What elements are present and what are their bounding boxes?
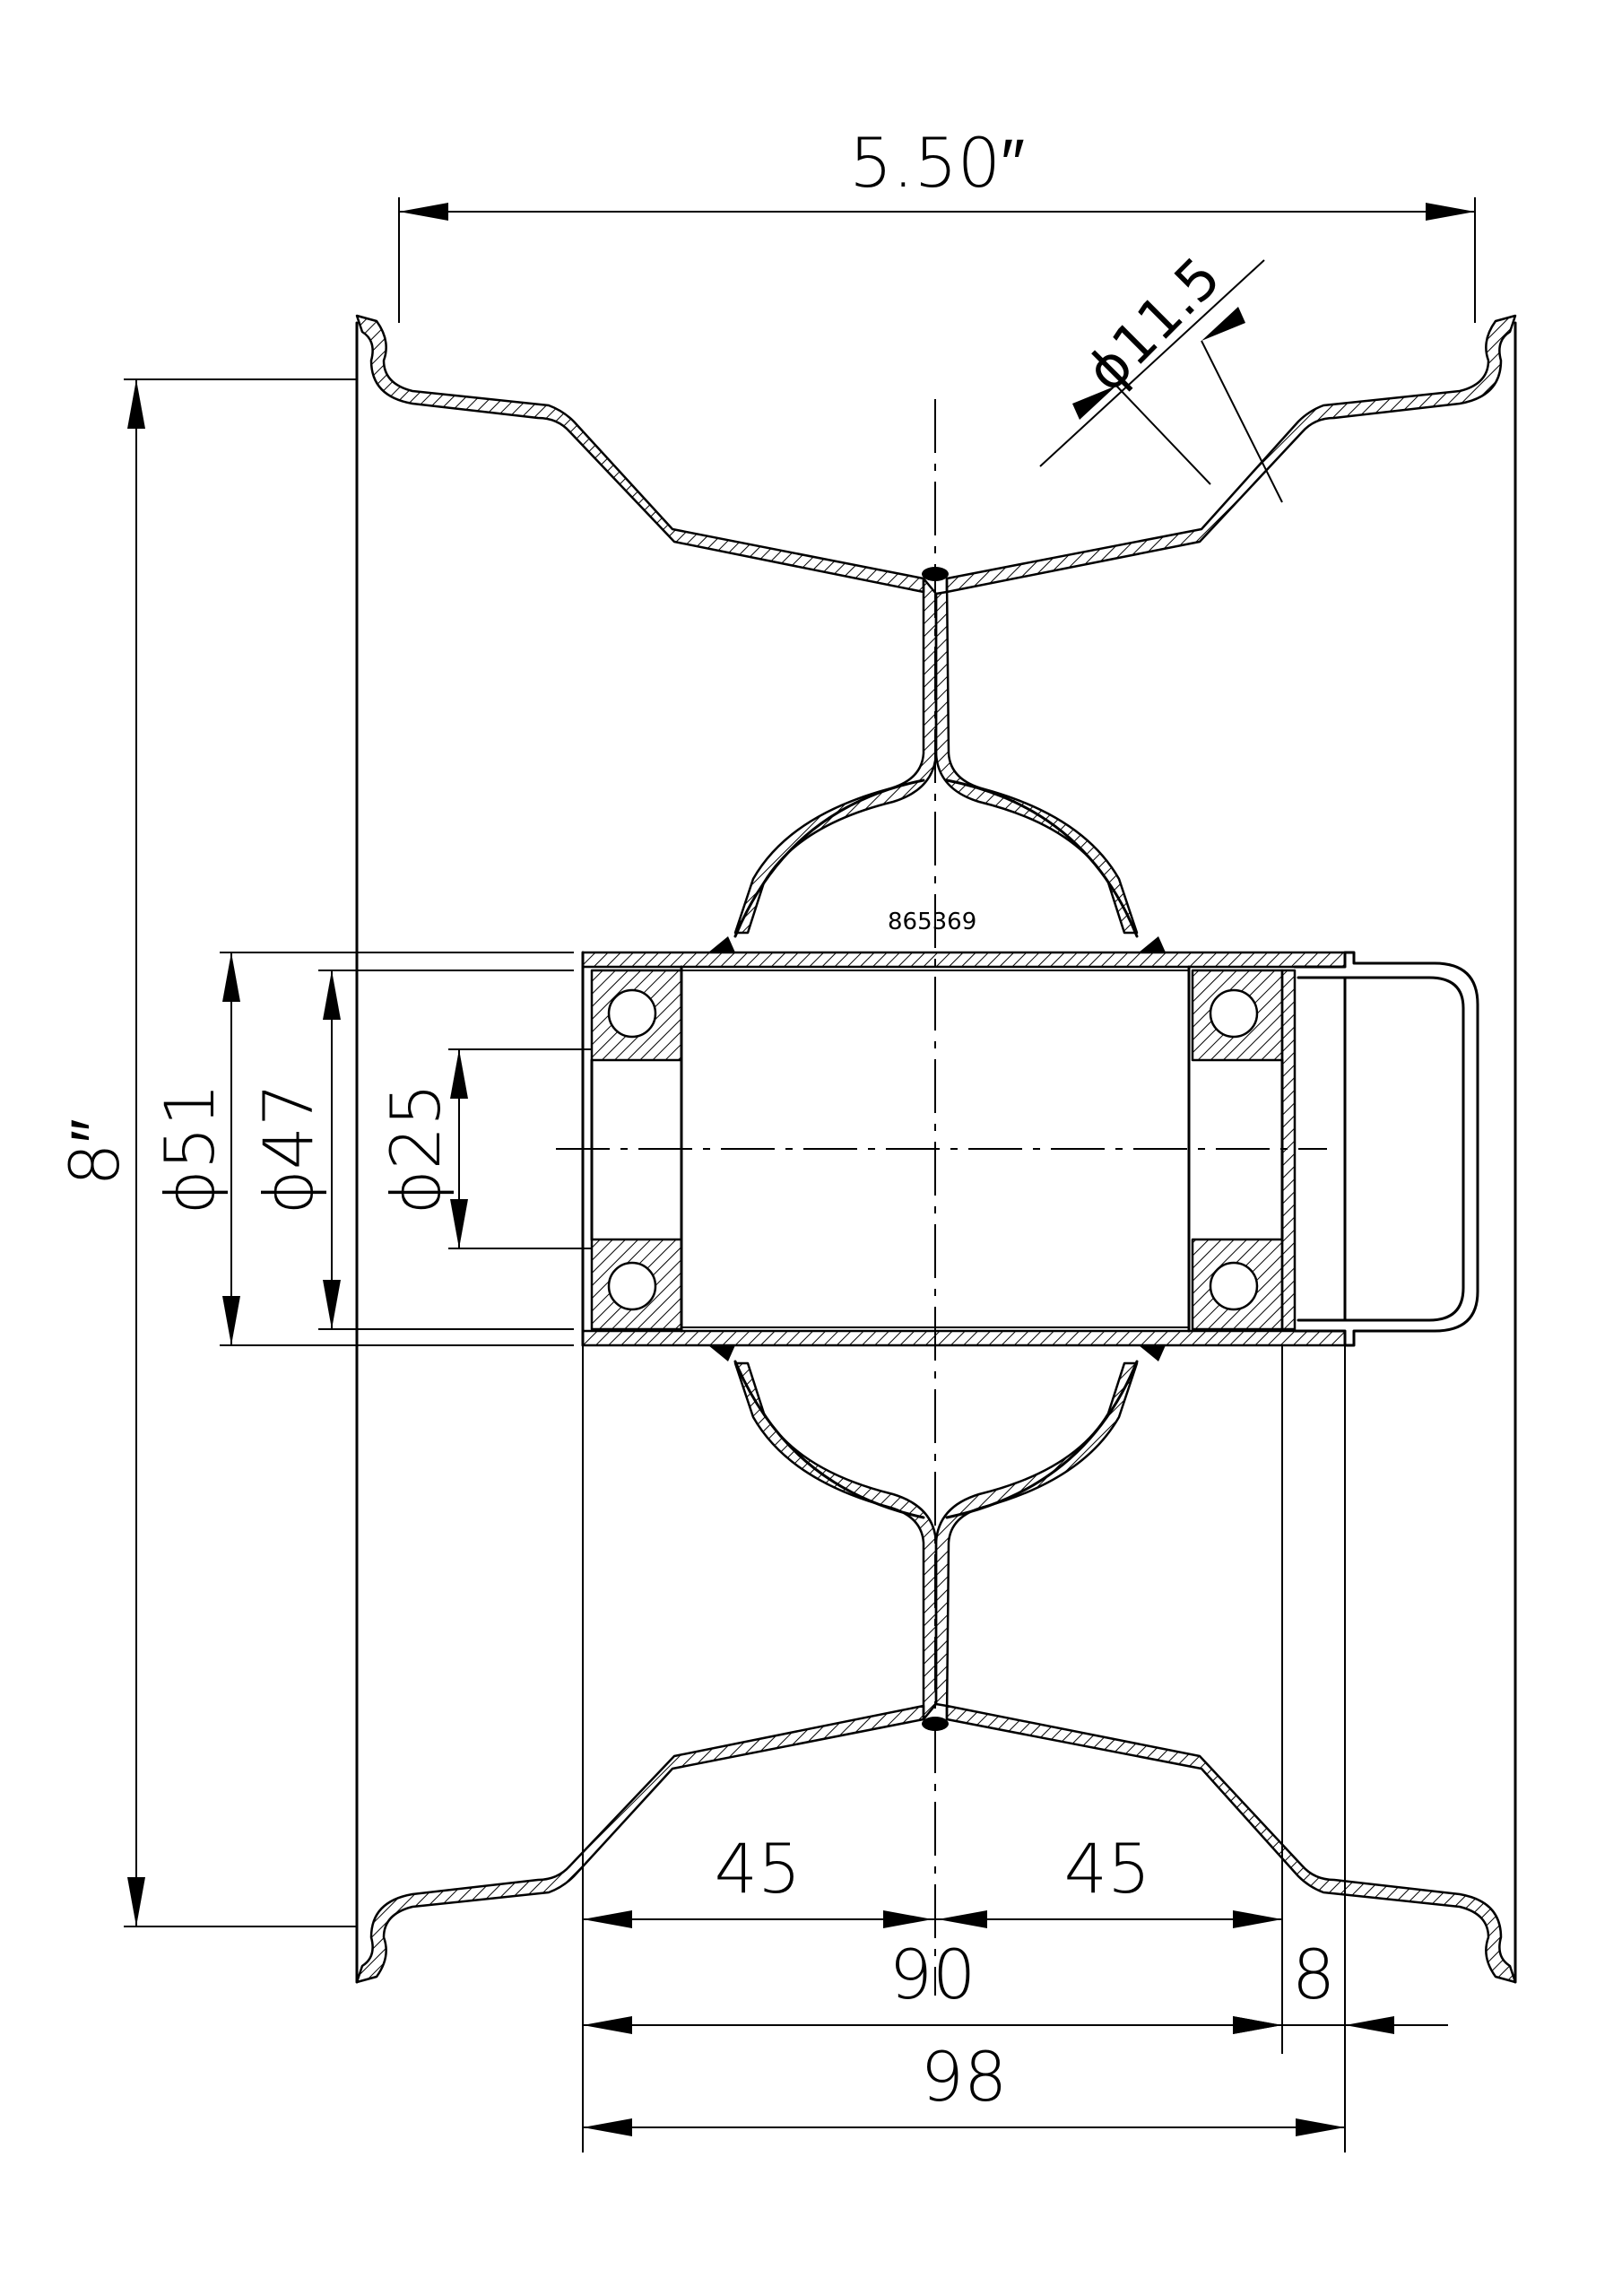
dim-right-half-label: 45 — [1064, 1829, 1151, 1909]
dim-cap-offset-label: 8 — [1292, 1935, 1335, 2014]
dim-bolt-hole: ϕ11.5 — [1039, 244, 1265, 467]
dim-half-lengths: 45 45 — [583, 1829, 1282, 1928]
dim-bolt-hole-label: ϕ11.5 — [1073, 244, 1233, 404]
dim-cap-offset: 8 — [1228, 1935, 1448, 2034]
lower-disc-left — [355, 1704, 925, 1984]
dust-cap — [1293, 951, 1479, 1347]
dim-diameter-47: ϕ47 — [248, 970, 574, 1330]
part-number: 865369 — [888, 909, 976, 935]
upper-disc-left — [355, 314, 925, 594]
dim-overall-length-label: 98 — [921, 2037, 1008, 2117]
dim-left-half-label: 45 — [715, 1829, 802, 1909]
dim-overall-length: 98 — [583, 2037, 1345, 2136]
dim-rim-diameter-label: 8″ — [55, 1118, 134, 1186]
dim-hub-length-label: 90 — [889, 1935, 976, 2014]
hub-assembly — [581, 778, 1479, 1519]
dim-diameter-47-label: ϕ47 — [248, 1083, 328, 1215]
lower-disc-right — [945, 1704, 1517, 1984]
dim-diameter-25: ϕ25 — [376, 1048, 592, 1249]
dim-diameter-51: ϕ51 — [150, 952, 574, 1346]
dim-diameter-51-label: ϕ51 — [150, 1083, 230, 1215]
dim-diameter-25-label: ϕ25 — [376, 1083, 455, 1215]
dim-rim-width-label: 5.50″ — [849, 123, 1025, 203]
dim-rim-diameter: 8″ — [55, 378, 357, 1927]
dim-hub-length: 90 — [583, 1935, 1282, 2034]
upper-disc-right — [945, 314, 1517, 594]
dim-rim-width: 5.50″ — [398, 123, 1476, 323]
upper-web — [733, 577, 938, 935]
